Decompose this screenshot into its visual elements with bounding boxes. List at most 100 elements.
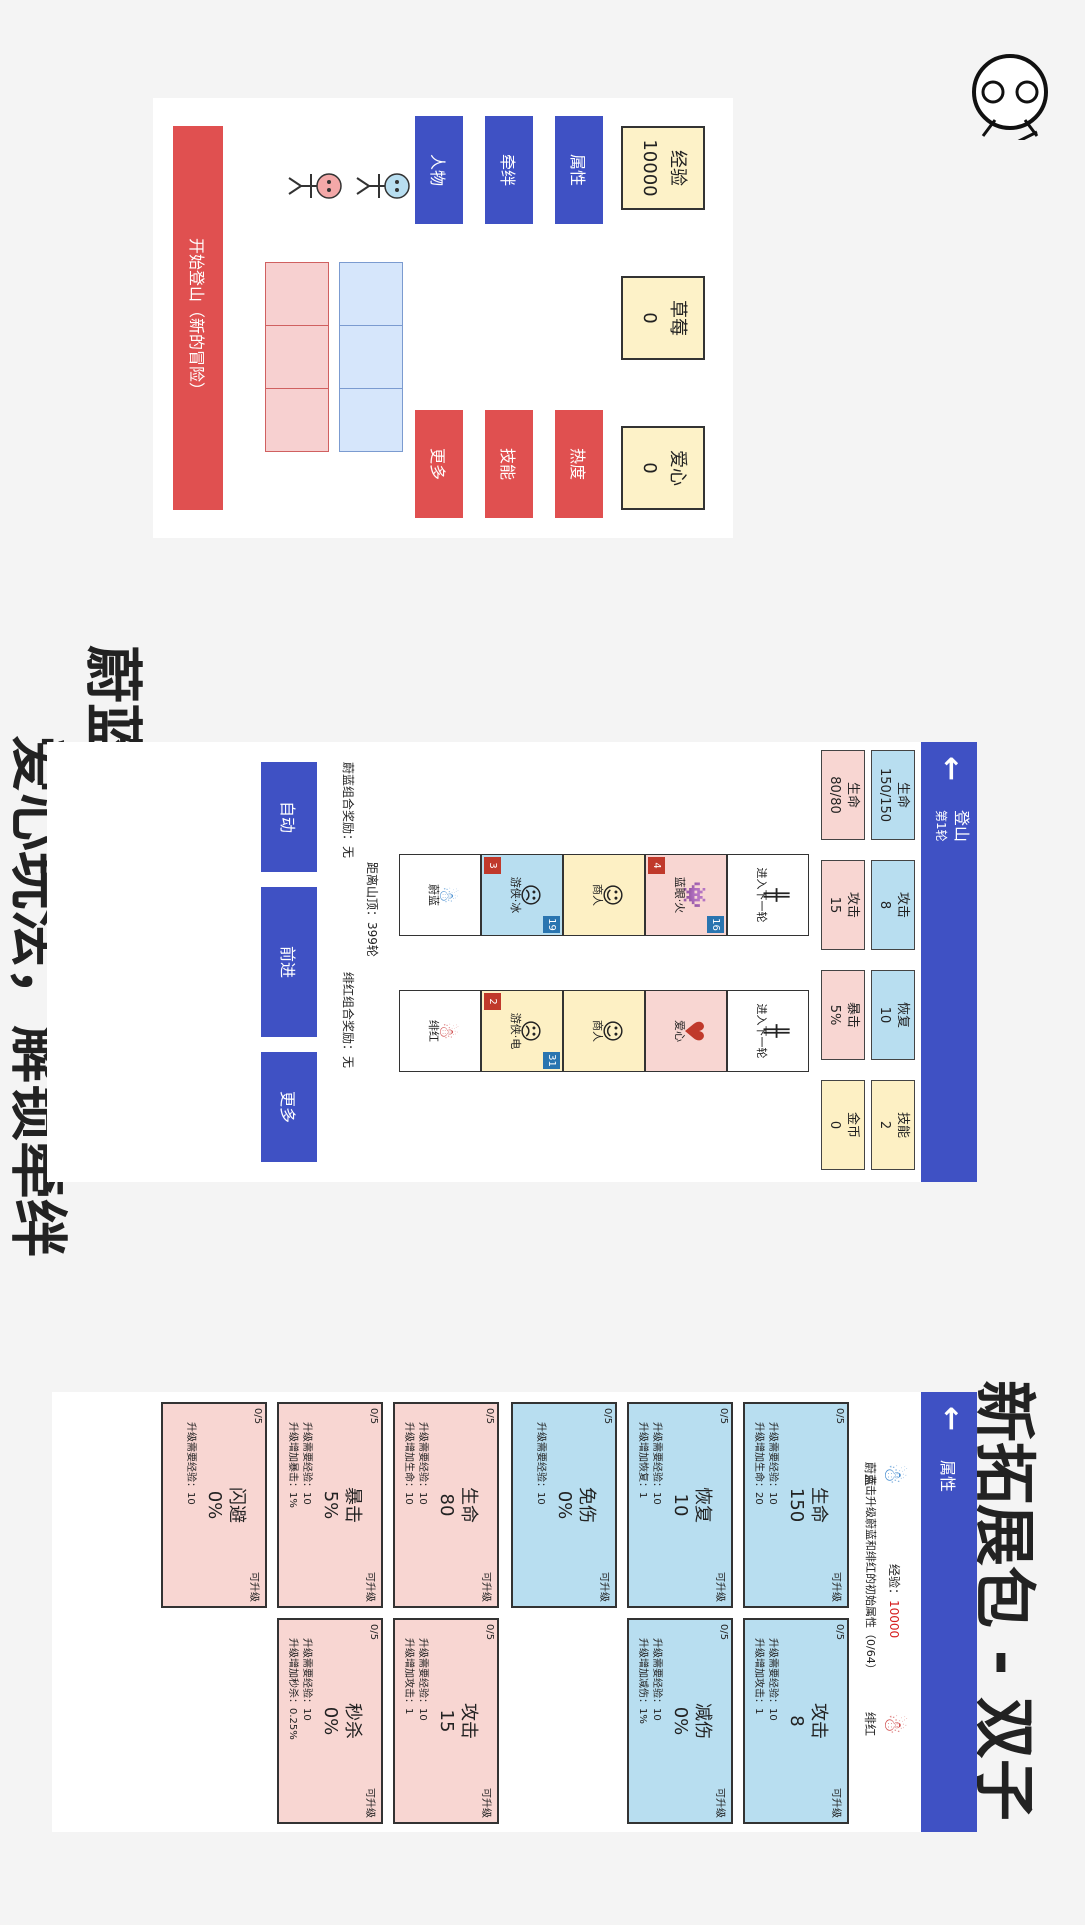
- upgradable-status: 可升级: [364, 1788, 375, 1818]
- attr-name: 暴击: [342, 1487, 363, 1523]
- back-arrow-icon[interactable]: ←: [934, 756, 969, 782]
- upgrade-gain: 升级增加减伤：1%: [637, 1638, 648, 1724]
- enemy-cell[interactable]: 16 👾 蓝眼·火 4: [645, 854, 727, 936]
- crimson-instant-kill-card[interactable]: 0/5 可升级 秒杀 0% 升级需要经验：10 升级增加秒杀：0.25%: [277, 1618, 383, 1824]
- azure-slot[interactable]: [339, 262, 403, 326]
- distance-to-summit: 距离山顶：399轮: [365, 862, 379, 957]
- cell-label: 商人: [591, 1020, 604, 1042]
- hp-badge: 16: [707, 916, 724, 933]
- attributes-screen: ← 属性 ☃ 蔚蓝 ☃ 绯红 经验：10000 点击升级蔚蓝和绯红的初始属性（0…: [52, 1392, 977, 1832]
- crimson-character-icon: ☃: [435, 1022, 459, 1040]
- azure-recovery-card[interactable]: 0/5 可升级 恢复 10 升级需要经验：10 升级增加恢复：1: [627, 1402, 733, 1608]
- attr-name: 生命: [458, 1487, 479, 1523]
- back-arrow-icon[interactable]: ←: [934, 1406, 969, 1432]
- upgrade-count: 0/5: [252, 1408, 263, 1425]
- heat-button[interactable]: 热度: [555, 410, 603, 518]
- heart-icon: ♥: [678, 1019, 708, 1043]
- heart-label: 爱心: [667, 450, 688, 486]
- azure-slot[interactable]: [339, 326, 403, 389]
- azure-hp-stat: 生命 150/150: [871, 750, 915, 840]
- climb-screen: ← 登山 第1轮 生命 150/150 攻击 8 恢复 10 技能 2 生命 8…: [47, 742, 977, 1182]
- azure-hp-card[interactable]: 0/5 可升级 生命 150 升级需要经验：10 升级增加生命：20: [743, 1402, 849, 1608]
- upgradable-status: 可升级: [248, 1572, 259, 1602]
- crimson-slot[interactable]: [265, 389, 329, 452]
- stat-value: 2: [877, 1120, 892, 1130]
- attack-badge: 3: [484, 857, 501, 874]
- attr-name: 减伤: [692, 1703, 713, 1739]
- cell-label: 商人: [591, 884, 604, 906]
- attr-value: 8: [786, 1715, 807, 1727]
- cell-label: 进入下一轮: [755, 867, 768, 923]
- attributes-button[interactable]: 属性: [555, 116, 603, 224]
- start-climb-button[interactable]: 开始登山（新的冒险）: [173, 126, 223, 510]
- stat-value: 80/80: [827, 776, 842, 814]
- exp-value: 10000: [639, 139, 660, 197]
- stat-value: 10: [877, 1006, 892, 1024]
- advance-button[interactable]: 前进: [261, 887, 317, 1037]
- azure-character-icon: ☃: [879, 1463, 907, 1485]
- enemy-cell[interactable]: 31 ☹ 游侠·电 2: [481, 990, 563, 1072]
- cell-label: 绯红: [427, 1020, 440, 1042]
- upgrade-count: 0/5: [718, 1624, 729, 1641]
- enemy-cell[interactable]: 19 ☹ 游侠·冰 3: [481, 854, 563, 936]
- upgrade-cost: 升级需要经验：10: [301, 1422, 312, 1505]
- stat-label: 生命: [845, 781, 860, 808]
- upgrade-count: 0/5: [368, 1624, 379, 1641]
- cell-label: 游侠·电: [509, 1012, 522, 1050]
- crimson-crit-stat: 暴击 5%: [821, 970, 865, 1060]
- skills-button[interactable]: 技能: [485, 410, 533, 518]
- more-button[interactable]: 更多: [415, 410, 463, 518]
- stat-value: 15: [827, 896, 842, 914]
- attr-value: 0%: [670, 1706, 691, 1736]
- climb-more-button[interactable]: 更多: [261, 1052, 317, 1162]
- ladder-icon: ╫: [763, 888, 788, 902]
- azure-slot[interactable]: [339, 389, 403, 452]
- attr-value: 0%: [554, 1490, 575, 1520]
- upgrade-cost: 升级需要经验：10: [651, 1638, 662, 1721]
- azure-damage-reduction-card[interactable]: 0/5 可升级 减伤 0% 升级需要经验：10 升级增加减伤：1%: [627, 1618, 733, 1824]
- azure-immunity-card[interactable]: 0/5 可升级 免伤 0% 升级需要经验：10: [511, 1402, 617, 1608]
- cell-label: 蓝眼·火: [673, 876, 686, 914]
- next-round-cell[interactable]: ╫ 进入下一轮: [727, 990, 809, 1072]
- crimson-hp-card[interactable]: 0/5 可升级 生命 80 升级需要经验：10 升级增加生命：10: [393, 1402, 499, 1608]
- attack-badge: 4: [648, 857, 665, 874]
- ranger-icon: ☹: [517, 1019, 542, 1043]
- home-screen: 经验 10000 草莓 0 爱心 0 属性 牵绊 人物 热度 技能 更多: [153, 98, 733, 538]
- attr-value: 10: [670, 1493, 691, 1517]
- characters-button[interactable]: 人物: [415, 116, 463, 224]
- strawberry-value: 0: [639, 312, 660, 324]
- azure-team-slots: [339, 262, 403, 452]
- crimson-slot[interactable]: [265, 262, 329, 326]
- upgrade-cost: 升级需要经验：10: [767, 1638, 778, 1721]
- crimson-crit-card[interactable]: 0/5 可升级 暴击 5% 升级需要经验：10 升级增加暴击：1%: [277, 1402, 383, 1608]
- stat-label: 暴击: [845, 1001, 860, 1028]
- upgrade-count: 0/5: [368, 1408, 379, 1425]
- upgrade-count: 0/5: [834, 1624, 845, 1641]
- upgrade-gain: 升级增加攻击：1: [753, 1638, 764, 1715]
- attr-name: 攻击: [808, 1703, 829, 1739]
- upgrade-cost: 升级需要经验：10: [301, 1638, 312, 1721]
- azure-attack-card[interactable]: 0/5 可升级 攻击 8 升级需要经验：10 升级增加攻击：1: [743, 1618, 849, 1824]
- azure-attack-stat: 攻击 8: [871, 860, 915, 950]
- upgradable-status: 可升级: [830, 1572, 841, 1602]
- merchant-cell[interactable]: ☺ 商人: [563, 854, 645, 936]
- attr-name: 免伤: [576, 1487, 597, 1523]
- ladder-icon: ╫: [763, 1024, 788, 1038]
- crimson-slot[interactable]: [265, 326, 329, 389]
- crimson-attack-card[interactable]: 0/5 可升级 攻击 15 升级需要经验：10 升级增加攻击：1: [393, 1618, 499, 1824]
- upgrade-gain: 升级增加攻击：1: [403, 1638, 414, 1715]
- bonds-button[interactable]: 牵绊: [485, 116, 533, 224]
- attr-name: 攻击: [458, 1703, 479, 1739]
- auto-button[interactable]: 自动: [261, 762, 317, 872]
- azure-character-icon: ☃: [435, 886, 459, 904]
- mascot-icon: [955, 50, 1065, 144]
- attr-value: 80: [436, 1493, 457, 1517]
- merchant-cell[interactable]: ☺ 商人: [563, 990, 645, 1072]
- crimson-dodge-card[interactable]: 0/5 可升级 闪避 0% 升级需要经验：10: [161, 1402, 267, 1608]
- cell-label: 进入下一轮: [755, 1003, 768, 1059]
- heart-cell[interactable]: ♥ 爱心: [645, 990, 727, 1072]
- next-round-cell[interactable]: ╫ 进入下一轮: [727, 854, 809, 936]
- stat-label: 技能: [895, 1111, 910, 1138]
- gold-stat: 金币 0: [821, 1080, 865, 1170]
